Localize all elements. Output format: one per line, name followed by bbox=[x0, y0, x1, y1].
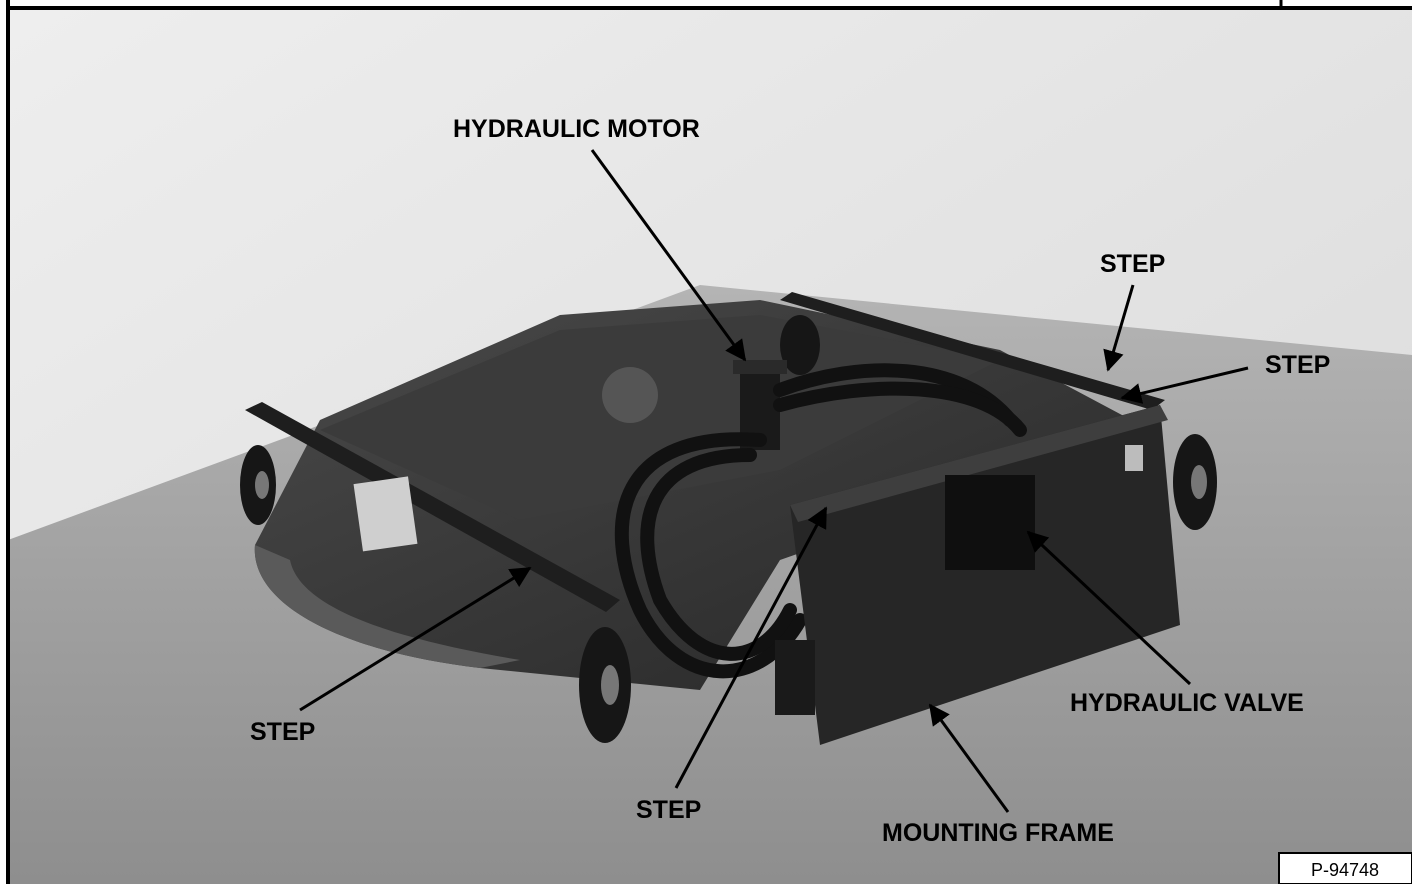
figure-border bbox=[6, 0, 1412, 884]
label-step-top: STEP bbox=[1100, 250, 1165, 278]
label-step-bottom: STEP bbox=[636, 796, 701, 824]
leader-lines bbox=[299, 149, 1249, 813]
mounting-frame-part bbox=[775, 405, 1180, 745]
arrow-step-left bbox=[299, 566, 532, 712]
label-step-right: STEP bbox=[1265, 351, 1330, 379]
photo bbox=[8, 8, 1412, 884]
arrow-hydraulic-motor bbox=[590, 149, 747, 362]
caster-wheel-front bbox=[579, 627, 631, 743]
caster-wheel-left bbox=[240, 445, 276, 525]
arrow-step-bottom bbox=[674, 506, 828, 789]
label-hydraulic-motor: HYDRAULIC MOTOR bbox=[453, 115, 700, 143]
reference-code-box: P-94748 bbox=[1278, 852, 1412, 884]
label-step-left: STEP bbox=[250, 718, 315, 746]
label-hydraulic-valve: HYDRAULIC VALVE bbox=[1070, 689, 1304, 717]
caster-wheel-right bbox=[1173, 434, 1217, 530]
arrow-mounting-frame bbox=[928, 703, 1010, 813]
arrow-hydraulic-valve bbox=[1026, 530, 1192, 686]
arrow-step-right bbox=[1120, 366, 1249, 404]
label-mounting-frame: MOUNTING FRAME bbox=[882, 819, 1114, 847]
reference-code: P-94748 bbox=[1311, 860, 1379, 880]
arrow-step-top bbox=[1103, 284, 1135, 372]
